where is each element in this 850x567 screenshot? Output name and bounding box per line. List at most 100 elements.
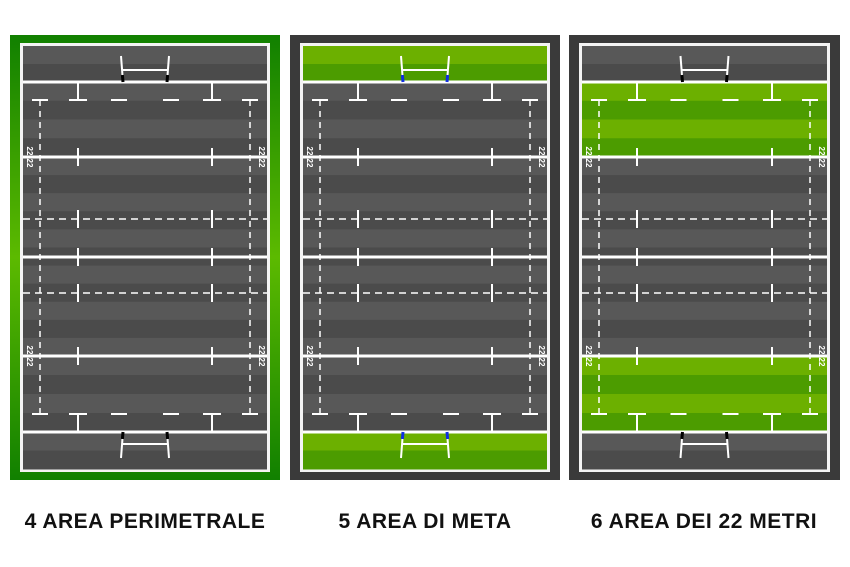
field-stripe — [582, 211, 827, 230]
goal-post-pad — [165, 74, 170, 83]
in-goal-stripe — [582, 450, 827, 470]
22m-label: 22 — [537, 147, 546, 156]
rugby-field-in-goal: 22 22 22 22 22 22 22 22 — [290, 35, 560, 480]
field-stripe — [582, 265, 827, 285]
field-stripe — [582, 157, 827, 176]
field-stripe — [582, 356, 827, 376]
in-goal-stripe — [582, 64, 827, 83]
field-stripe — [23, 413, 267, 433]
goal-post-pad — [120, 74, 125, 83]
field-stripe — [23, 265, 267, 285]
field-stripe — [23, 337, 267, 357]
field-stripe — [23, 319, 267, 339]
panel-perimeter-area: 22 22 22 22 22 22 22 22 — [10, 35, 280, 480]
22m-label: 22 — [25, 358, 34, 367]
in-goal-stripe — [303, 432, 547, 451]
field-stripe — [582, 119, 827, 139]
goal-post-pad — [165, 431, 170, 440]
field-stripe — [582, 375, 827, 395]
22m-label: 22 — [817, 346, 826, 355]
22m-label: 22 — [817, 358, 826, 367]
field-stripe — [303, 193, 547, 212]
22m-label: 22 — [257, 358, 266, 367]
in-goal-stripe — [23, 64, 267, 83]
22m-label: 22 — [584, 358, 593, 367]
field-stripe — [23, 211, 267, 230]
22m-label: 22 — [537, 346, 546, 355]
22m-label: 22 — [817, 159, 826, 168]
field-stripe — [23, 375, 267, 395]
field-stripe — [303, 375, 547, 395]
in-goal-stripe — [23, 450, 267, 470]
field-stripe — [582, 175, 827, 194]
field-stripe — [23, 138, 267, 158]
panel-in-goal-area: 22 22 22 22 22 22 22 22 — [290, 35, 560, 480]
goal-post-pad — [725, 431, 729, 440]
field-stripe — [23, 193, 267, 212]
22m-label: 22 — [25, 346, 34, 355]
field-stripe — [303, 157, 547, 176]
22m-label: 22 — [257, 346, 266, 355]
22m-label: 22 — [584, 159, 593, 168]
field-stripe — [23, 157, 267, 176]
22m-label: 22 — [537, 358, 546, 367]
field-stripe — [303, 119, 547, 139]
field-stripe — [303, 319, 547, 339]
in-goal-stripe — [23, 432, 267, 451]
goal-post-pad — [400, 74, 405, 83]
22m-label: 22 — [305, 147, 314, 156]
panel-22m-area: 22 22 22 22 22 22 22 22 — [569, 35, 840, 480]
field-stripe — [303, 356, 547, 376]
field-stripe — [23, 356, 267, 376]
field-stripe — [303, 229, 547, 248]
field-stripe — [23, 82, 267, 102]
field-stripe — [23, 229, 267, 248]
field-stripe — [23, 394, 267, 414]
field-stripe — [23, 100, 267, 120]
field-stripe — [23, 301, 267, 321]
field-stripe — [303, 211, 547, 230]
22m-label: 22 — [305, 358, 314, 367]
22m-label: 22 — [25, 147, 34, 156]
field-stripe — [303, 413, 547, 433]
22m-label: 22 — [257, 159, 266, 168]
field-stripe — [303, 175, 547, 194]
field-stripe — [582, 82, 827, 102]
goal-post-pad — [445, 74, 450, 83]
in-goal-stripe — [582, 46, 827, 65]
field-stripe — [582, 337, 827, 357]
field-stripe — [582, 319, 827, 339]
field-stripe — [303, 138, 547, 158]
in-goal-stripe — [23, 46, 267, 65]
goal-post-pad — [725, 74, 729, 83]
22m-label: 22 — [305, 159, 314, 168]
goal-post-pad — [120, 431, 125, 440]
field-stripe — [582, 301, 827, 321]
22m-label: 22 — [305, 346, 314, 355]
field-stripe — [582, 138, 827, 158]
22m-label: 22 — [257, 147, 266, 156]
22m-label: 22 — [537, 159, 546, 168]
field-stripe — [303, 100, 547, 120]
caption-22m-area: 6 AREA DEI 22 METRI — [590, 510, 818, 533]
field-stripe — [23, 175, 267, 194]
22m-label: 22 — [25, 159, 34, 168]
goal-post-pad — [680, 74, 684, 83]
rugby-field-perimeter: 22 22 22 22 22 22 22 22 — [10, 35, 280, 480]
goal-post-pad — [445, 431, 450, 440]
goal-post-pad — [400, 431, 405, 440]
field-stripe — [303, 337, 547, 357]
22m-label: 22 — [817, 147, 826, 156]
caption-in-goal-area: 5 AREA DI META — [338, 510, 512, 533]
field-stripe — [582, 100, 827, 120]
field-stripe — [582, 413, 827, 433]
field-stripe — [303, 301, 547, 321]
field-stripe — [303, 265, 547, 285]
goal-post-pad — [680, 431, 684, 440]
rugby-field-22m: 22 22 22 22 22 22 22 22 — [569, 35, 840, 480]
in-goal-stripe — [303, 46, 547, 65]
22m-label: 22 — [584, 346, 593, 355]
22m-label: 22 — [584, 147, 593, 156]
in-goal-stripe — [303, 64, 547, 83]
